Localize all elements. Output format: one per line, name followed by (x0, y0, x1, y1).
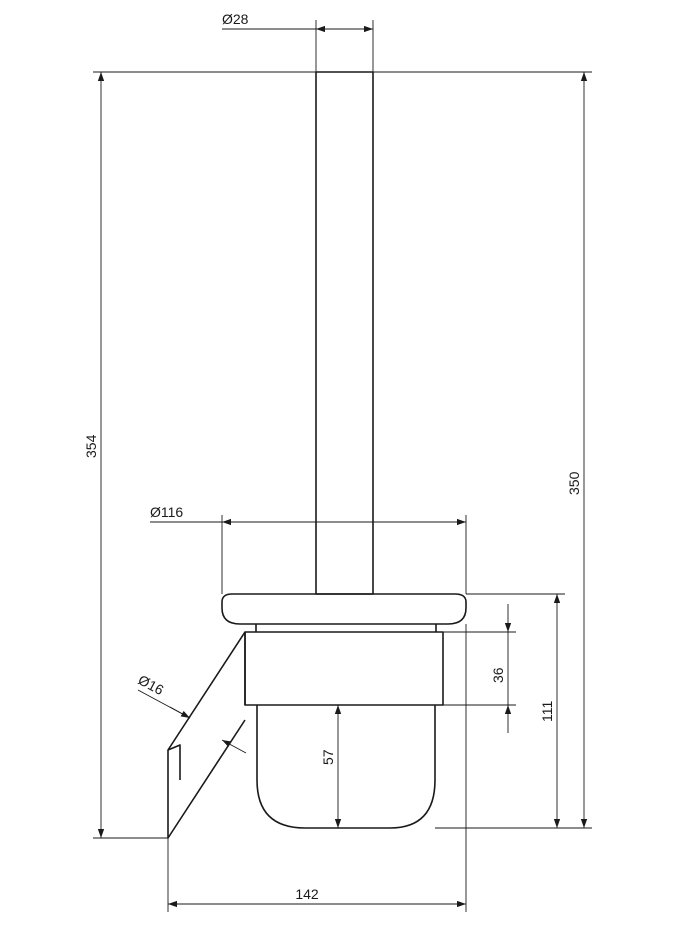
dimension-labels: Ø28 354 350 Ø116 Ø16 36 111 57 142 (83, 11, 582, 902)
label-total-depth: 142 (295, 886, 319, 902)
wall-bracket-arm (167, 631, 246, 839)
dim-16-arrow-b (221, 739, 247, 754)
lid (221, 593, 467, 625)
brush-handle (315, 71, 374, 595)
dim-16-arrow-a (169, 706, 191, 719)
dimension-lines (93, 20, 592, 912)
label-bracket-diameter: Ø16 (136, 672, 167, 699)
label-total-height-right: 350 (566, 471, 582, 495)
label-handle-diameter: Ø28 (222, 11, 249, 27)
label-inner-depth: 57 (320, 749, 336, 765)
lid-neck (255, 624, 437, 632)
label-cup-diameter: Ø116 (150, 504, 183, 520)
wall-plate (167, 744, 181, 780)
label-ring-height: 36 (490, 667, 506, 683)
cup-ring (244, 631, 444, 706)
label-cup-height: 111 (539, 701, 555, 722)
object-outline (167, 71, 467, 839)
label-total-height-left: 354 (83, 434, 99, 458)
cup (256, 705, 436, 829)
